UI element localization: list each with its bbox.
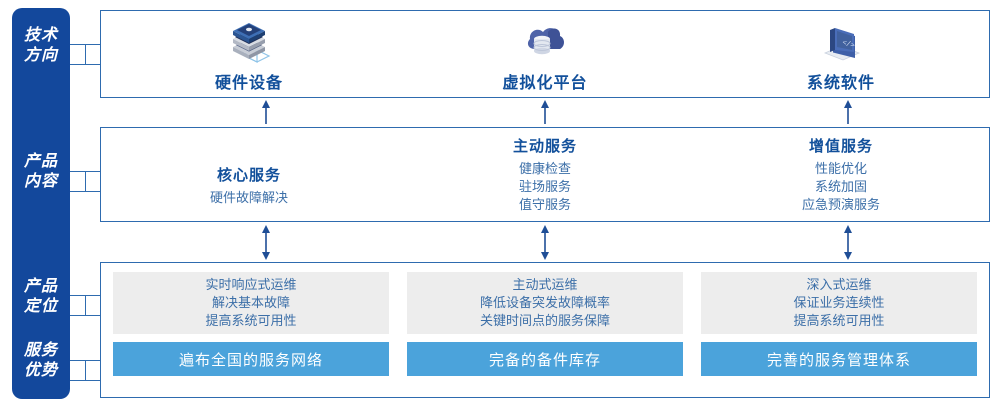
positioning-card[interactable]: 深入式运维 保证业务连续性 提高系统可用性 <box>701 272 977 334</box>
content-line: 驻场服务 <box>518 179 571 194</box>
connector-line <box>70 315 100 316</box>
tech-title: 硬件设备 <box>214 75 283 92</box>
advantage-bar[interactable]: 遍布全国的服务网络 <box>113 342 389 376</box>
connector-line <box>85 44 86 64</box>
positioning-line: 降低设备突发故障概率 <box>479 295 610 310</box>
positioning-card[interactable]: 主动式运维 降低设备突发故障概率 关键时间点的服务保障 <box>407 272 683 334</box>
connector-line <box>85 171 86 191</box>
content-line: 系统加固 <box>814 179 867 194</box>
tech-column-hardware[interactable]: 硬件设备 <box>101 11 397 97</box>
positioning-card[interactable]: 实时响应式运维 解决基本故障 提高系统可用性 <box>113 272 389 334</box>
rail-label-tech-direction: 技术 方向 <box>12 26 70 66</box>
server-stack-icon <box>233 23 271 63</box>
positioning-line: 提高系统可用性 <box>793 313 885 328</box>
content-heading: 增值服务 <box>808 138 873 155</box>
tech-title: 系统软件 <box>806 75 875 92</box>
content-line: 值守服务 <box>518 197 571 212</box>
content-line: 硬件故障解决 <box>209 190 288 205</box>
advantage-bar[interactable]: 完善的服务管理体系 <box>701 342 977 376</box>
tech-column-virtualization[interactable]: 虚拟化平台 <box>397 11 693 97</box>
product-content-section: 核心服务 硬件故障解决 主动服务 健康检查 驻场服务 值守服务 增值服务 性能优… <box>100 127 990 222</box>
rail-label-line: 产品 <box>23 278 58 295</box>
content-line: 健康检查 <box>518 161 571 176</box>
positioning-line: 保证业务连续性 <box>793 295 885 310</box>
content-column-core-service[interactable]: 核心服务 硬件故障解决 <box>101 128 397 221</box>
bottom-column-3: 深入式运维 保证业务连续性 提高系统可用性 完善的服务管理体系 <box>701 272 977 387</box>
rail-label-line: 技术 <box>23 27 58 44</box>
content-heading: 核心服务 <box>216 167 281 184</box>
arrow-up-icon <box>541 100 549 124</box>
bottom-column-1: 实时响应式运维 解决基本故障 提高系统可用性 遍布全国的服务网络 <box>113 272 389 387</box>
positioning-line: 解决基本故障 <box>211 295 290 310</box>
rail-label-service-advantage: 服务 优势 <box>12 341 70 381</box>
positioning-line: 主动式运维 <box>512 277 578 292</box>
rail-label-product-positioning: 产品 定位 <box>12 277 70 317</box>
arrow-up-down-icon <box>262 225 270 260</box>
content-column-value-added-service[interactable]: 增值服务 性能优化 系统加固 应急预演服务 <box>693 128 989 221</box>
rail-label-line: 产品 <box>23 153 58 170</box>
content-column-proactive-service[interactable]: 主动服务 健康检查 驻场服务 值守服务 <box>397 128 693 221</box>
tech-column-system-software[interactable]: </> 系统软件 <box>693 11 989 97</box>
positioning-line: 关键时间点的服务保障 <box>479 313 610 328</box>
tech-title: 虚拟化平台 <box>502 75 588 92</box>
svg-text:</>: </> <box>841 38 855 49</box>
connector-line <box>70 380 100 381</box>
laptop-code-icon: </> <box>823 28 861 61</box>
connector-line <box>70 64 100 65</box>
content-line: 性能优化 <box>814 161 867 176</box>
rail-label-line: 定位 <box>23 298 58 315</box>
positioning-advantage-section: 实时响应式运维 解决基本故障 提高系统可用性 遍布全国的服务网络 主动式运维 降… <box>100 262 990 398</box>
rail-label-line: 优势 <box>23 362 58 379</box>
connector-line <box>85 295 86 315</box>
arrow-up-down-icon <box>541 225 549 260</box>
connector-line <box>70 191 100 192</box>
rail-label-product-content: 产品 内容 <box>12 152 70 192</box>
arrow-up-icon <box>844 100 852 124</box>
connector-line <box>85 360 86 380</box>
content-line: 应急预演服务 <box>801 197 880 212</box>
bottom-column-2: 主动式运维 降低设备突发故障概率 关键时间点的服务保障 完备的备件库存 <box>407 272 683 387</box>
cloud-database-icon <box>527 28 565 55</box>
tech-direction-section: 硬件设备 虚拟化平台 <box>100 10 990 98</box>
positioning-line: 提高系统可用性 <box>205 313 297 328</box>
advantage-bar[interactable]: 完备的备件库存 <box>407 342 683 376</box>
arrow-up-icon <box>262 100 270 124</box>
positioning-line: 深入式运维 <box>806 277 872 292</box>
rail-label-line: 服务 <box>23 342 58 359</box>
positioning-line: 实时响应式运维 <box>205 277 297 292</box>
left-category-rail <box>12 8 70 399</box>
rail-label-line: 方向 <box>23 47 58 64</box>
rail-label-line: 内容 <box>23 173 58 190</box>
arrow-up-down-icon <box>844 225 852 260</box>
content-heading: 主动服务 <box>512 138 577 155</box>
